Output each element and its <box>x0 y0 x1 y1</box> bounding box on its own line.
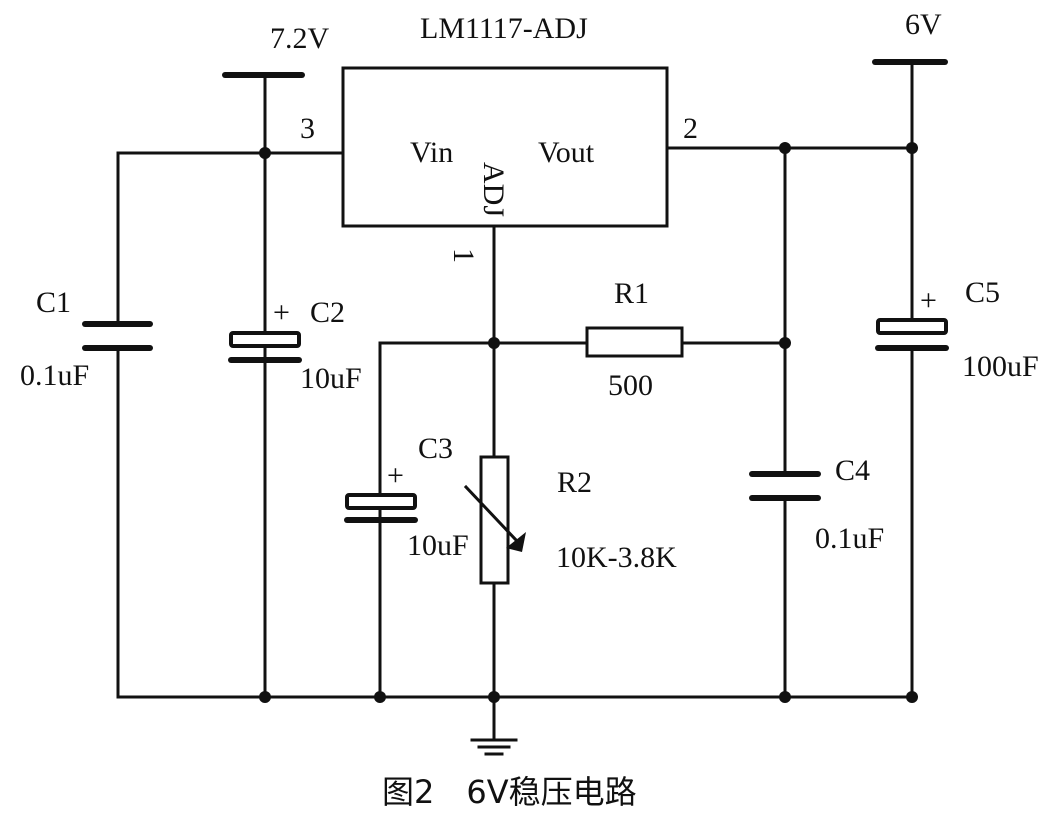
capacitor-c2: + C2 10uF <box>228 296 362 395</box>
junction-dot <box>779 337 791 349</box>
c4-value: 0.1uF <box>815 522 884 555</box>
junction-dot <box>488 691 500 703</box>
junction-dot <box>259 691 271 703</box>
junctions <box>259 142 918 703</box>
input-rail-label: 7.2V <box>270 22 330 55</box>
c3-name: C3 <box>418 432 453 465</box>
r2-wiper-arrow-icon <box>506 532 526 552</box>
regulator-ic: LM1117-ADJ Vin Vout ADJ 3 2 1 <box>300 12 698 263</box>
output-rail: 6V <box>872 8 948 65</box>
r2-body <box>479 455 510 585</box>
c2-polarity: + <box>273 296 290 329</box>
wires <box>116 60 914 742</box>
regulator-body <box>341 66 669 228</box>
resistor-r1: R1 500 <box>585 277 684 402</box>
junction-dot <box>779 691 791 703</box>
c2-name: C2 <box>310 296 345 329</box>
junction-dot <box>374 691 386 703</box>
r2-value: 10K-3.8K <box>556 541 677 574</box>
junction-dot <box>906 142 918 154</box>
junction-dot <box>488 337 500 349</box>
regulator-vin-label: Vin <box>410 136 453 169</box>
regulator-pin-vin: 3 <box>300 112 315 145</box>
regulator-adj-label: ADJ <box>477 162 510 217</box>
c3-polarity: + <box>387 459 404 492</box>
c5-polarity: + <box>920 284 937 317</box>
r2-name: R2 <box>557 466 592 499</box>
r1-value: 500 <box>608 369 653 402</box>
capacitor-c1: C1 0.1uF <box>20 286 153 392</box>
regulator-vout-label: Vout <box>538 136 595 169</box>
figure-caption: 图2 6V稳压电路 <box>382 773 637 811</box>
c5-value: 100uF <box>962 350 1039 383</box>
c1-value: 0.1uF <box>20 359 89 392</box>
junction-dot <box>906 691 918 703</box>
output-rail-label: 6V <box>905 8 942 41</box>
c5-name: C5 <box>965 276 1000 309</box>
capacitor-c4: C4 0.1uF <box>749 454 884 555</box>
c2-value: 10uF <box>300 362 362 395</box>
input-rail: 7.2V <box>222 22 330 78</box>
regulator-part-label: LM1117-ADJ <box>420 12 588 45</box>
regulator-pin-adj: 1 <box>447 248 480 263</box>
r1-body <box>585 326 684 358</box>
c1-name: C1 <box>36 286 71 319</box>
potentiometer-r2: R2 10K-3.8K <box>463 455 677 585</box>
r1-name: R1 <box>614 277 649 310</box>
ground-icon <box>470 738 518 756</box>
c3-value: 10uF <box>407 529 469 562</box>
r2-wiper <box>463 484 519 543</box>
junction-dot <box>779 142 791 154</box>
capacitor-c5: + C5 100uF <box>875 276 1039 383</box>
capacitor-c3: + C3 10uF <box>344 432 469 562</box>
c4-name: C4 <box>835 454 870 487</box>
junction-dot <box>259 147 271 159</box>
regulator-pin-vout: 2 <box>683 112 698 145</box>
